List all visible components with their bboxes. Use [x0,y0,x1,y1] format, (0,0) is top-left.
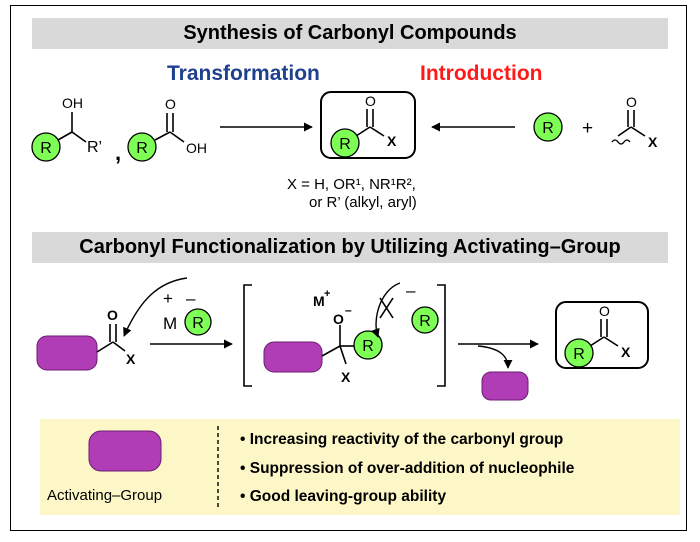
legend-label: Activating–Group [47,487,163,504]
r-group-label: R [40,140,52,157]
legend-activating-group-shape [88,430,162,472]
legend-bullet-3: • Good leaving-group ability [240,488,447,505]
r-prime-label: R’ [87,139,102,156]
blocked-addition-arrow [371,282,401,338]
oh-label: OH [62,95,83,111]
bracket-left [243,284,252,387]
alkoxide-charge: – [345,303,352,317]
oh-label: OH [186,140,207,156]
legend-bullet-2: • Suppression of over-addition of nucleo… [240,460,575,477]
comma: , [115,140,121,165]
cation-plus: + [163,289,173,308]
r-group-circle [31,132,61,162]
bottom-panel-title: Carbonyl Functionalization by Utilizing … [32,232,668,263]
transformation-label: Transformation [167,62,320,85]
r-group-circle [353,330,383,360]
anion-minus: – [406,281,416,300]
acyl-fragment: O X [611,94,658,150]
tetrahedral-intermediate: R M + O – X [263,288,383,385]
anion-minus: – [186,289,196,308]
r-group-circle [184,308,212,336]
activated-substrate: O X [36,307,136,371]
final-product: R O X [555,301,649,369]
metal-label: M [163,314,177,333]
r-group-circle [411,306,439,334]
metal-cation-label: M [313,293,325,309]
alcohol-structure: R OH R’ [31,95,102,162]
leaving-group-arrow [477,345,513,369]
activating-group-shape [36,335,98,371]
x-label: X [621,344,631,360]
r-group-label: R [339,136,351,153]
r-group-circle [564,338,594,368]
r-group-circle [127,132,157,162]
x-label: X [648,134,658,150]
r-group-label: R [192,315,204,332]
r-group-circle [533,112,563,142]
attack-arrow [123,277,188,337]
o-label: O [107,307,118,323]
alkoxide-o-label: O [333,311,344,327]
x-label: X [341,369,351,385]
r-group-label: R [542,120,554,137]
o-label: O [626,94,637,110]
bracket-right [437,284,446,387]
activating-group-shape [263,341,323,373]
x-label: X [126,351,136,367]
plus-sign: + [582,118,593,139]
top-panel-title: Synthesis of Carbonyl Compounds [32,18,668,49]
r-group-label: R [136,140,148,157]
o-label: O [165,96,176,112]
r-group-label: R [419,313,431,330]
legend-bullet-1: • Increasing reactivity of the carbonyl … [240,431,564,448]
o-label: O [599,303,610,319]
nucleophile-reagent: + – M R [163,289,212,336]
introduction-label: Introduction [420,62,543,85]
metal-charge: + [324,288,330,300]
x-label: X [387,133,397,149]
carbonyl-product: R O X [320,91,416,159]
x-definition-line1: X = H, OR¹, NR¹R², [287,176,416,193]
released-activating-group [481,371,529,401]
r-group-label: R [362,338,374,355]
carboxylic-acid-structure: R O OH [127,96,207,162]
o-label: O [365,93,376,109]
x-definition-line2: or R’ (alkyl, aryl) [309,194,417,211]
r-group-circle [330,128,360,158]
figure-frame [10,5,687,531]
r-group-label: R [573,346,585,363]
